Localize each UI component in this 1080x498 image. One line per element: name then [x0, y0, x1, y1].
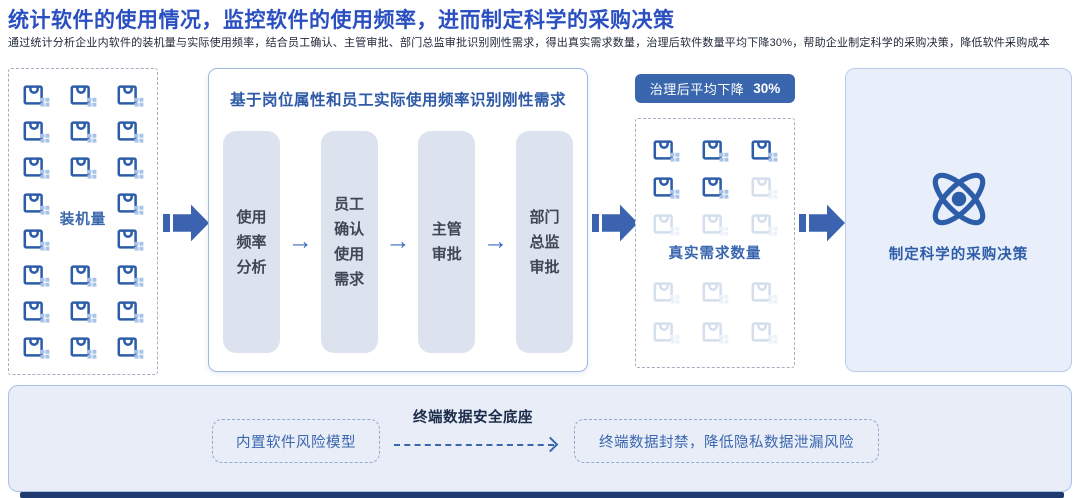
app-package-icon: [117, 121, 144, 143]
flow-step-usage-analysis: 使用频率分析: [223, 131, 280, 353]
flow-steps: 使用频率分析 → 员工确认使用需求 → 主管审批 → 部门总监审批: [223, 131, 573, 353]
badge-value: 30%: [753, 81, 781, 96]
app-package-icon: [751, 176, 778, 199]
app-package-icon: [70, 301, 97, 323]
app-package-icon: [117, 193, 144, 215]
step-arrow-icon: →: [483, 226, 509, 255]
app-package-icon: [702, 176, 729, 199]
app-package-icon: [23, 265, 50, 287]
app-package-icon: [117, 265, 144, 287]
data-block-pill: 终端数据封禁，降低隐私数据泄漏风险: [574, 419, 879, 463]
app-package-icon: [751, 213, 778, 236]
app-package-icon: [751, 322, 778, 344]
flow-step-supervisor-approval: 主管审批: [418, 131, 476, 353]
atom-icon: [932, 172, 985, 226]
demand-icon-grid-top: [652, 131, 778, 242]
risk-model-pill: 内置软件风险模型: [212, 419, 380, 463]
decision-label: 制定科学的采购决策: [888, 247, 1029, 263]
real-demand-box: 真实需求数量: [635, 118, 795, 368]
flow-step-label: 员工确认使用需求: [334, 196, 365, 288]
app-package-icon: [23, 193, 50, 215]
app-package-icon: [653, 322, 680, 344]
security-foundation-bar: 终端数据安全底座 内置软件风险模型 终端数据封禁，降低隐私数据泄漏风险: [8, 385, 1072, 492]
step-arrow-icon: →: [385, 226, 411, 255]
app-package-icon: [23, 337, 50, 359]
step-arrow-icon: →: [287, 226, 313, 255]
install-icon-grid: [22, 77, 144, 365]
app-package-icon: [751, 139, 778, 162]
app-package-icon: [117, 337, 144, 359]
app-package-icon: [653, 139, 680, 162]
app-package-icon: [23, 157, 50, 179]
app-package-icon: [751, 282, 778, 304]
app-package-icon: [702, 213, 729, 236]
dashed-arrow-icon: [394, 436, 559, 453]
app-package-icon: [117, 157, 144, 179]
page-subtitle: 通过统计分析企业内软件的装机量与实际使用频率，结合员工确认、主管审批、部门总监审…: [8, 37, 1050, 49]
demand-icon-grid-bottom: [652, 272, 778, 352]
decision-box: 制定科学的采购决策: [845, 68, 1072, 372]
page-title: 统计软件的使用情况，监控软件的使用频率，进而制定科学的采购决策: [8, 9, 675, 32]
app-package-icon: [702, 322, 729, 344]
badge-label: 治理后平均下降: [649, 82, 745, 97]
app-package-icon: [702, 282, 729, 304]
app-package-icon: [117, 301, 144, 323]
flow-step-director-approval: 部门总监审批: [515, 131, 573, 353]
install-count-box: 装机量: [8, 68, 158, 375]
app-package-icon: [70, 337, 97, 359]
flow-box: 基于岗位属性和员工实际使用频率识别刚性需求 使用频率分析 → 员工确认使用需求 …: [208, 68, 588, 372]
flow-title: 基于岗位属性和员工实际使用频率识别刚性需求: [229, 92, 566, 109]
app-package-icon: [70, 85, 97, 107]
app-package-icon: [653, 213, 680, 236]
app-package-icon: [70, 265, 97, 287]
app-package-icon: [117, 85, 144, 107]
chunky-right-arrow-icon: [592, 203, 638, 243]
app-package-icon: [70, 121, 97, 143]
app-package-icon: [23, 85, 50, 107]
app-package-icon: [653, 176, 680, 199]
chunky-right-arrow-icon: [163, 203, 209, 243]
app-package-icon: [23, 121, 50, 143]
governance-badge: 治理后平均下降 30%: [635, 74, 795, 103]
slide-bottom-edge-bar: [20, 492, 1064, 498]
flow-step-label: 主管审批: [431, 221, 462, 263]
flow-step-employee-confirm: 员工确认使用需求: [320, 131, 378, 353]
flow-step-label: 使用频率分析: [236, 208, 267, 276]
real-demand-label: 真实需求数量: [668, 246, 762, 262]
app-package-icon: [702, 139, 729, 162]
flow-step-label: 部门总监审批: [529, 208, 560, 276]
chunky-right-arrow-icon: [799, 203, 845, 243]
app-package-icon: [23, 301, 50, 323]
app-package-icon: [117, 229, 144, 251]
app-package-icon: [23, 229, 50, 251]
install-count-label: 装机量: [59, 212, 107, 228]
app-package-icon: [70, 157, 97, 179]
foundation-title: 终端数据安全底座: [413, 410, 533, 426]
app-package-icon: [653, 282, 680, 304]
